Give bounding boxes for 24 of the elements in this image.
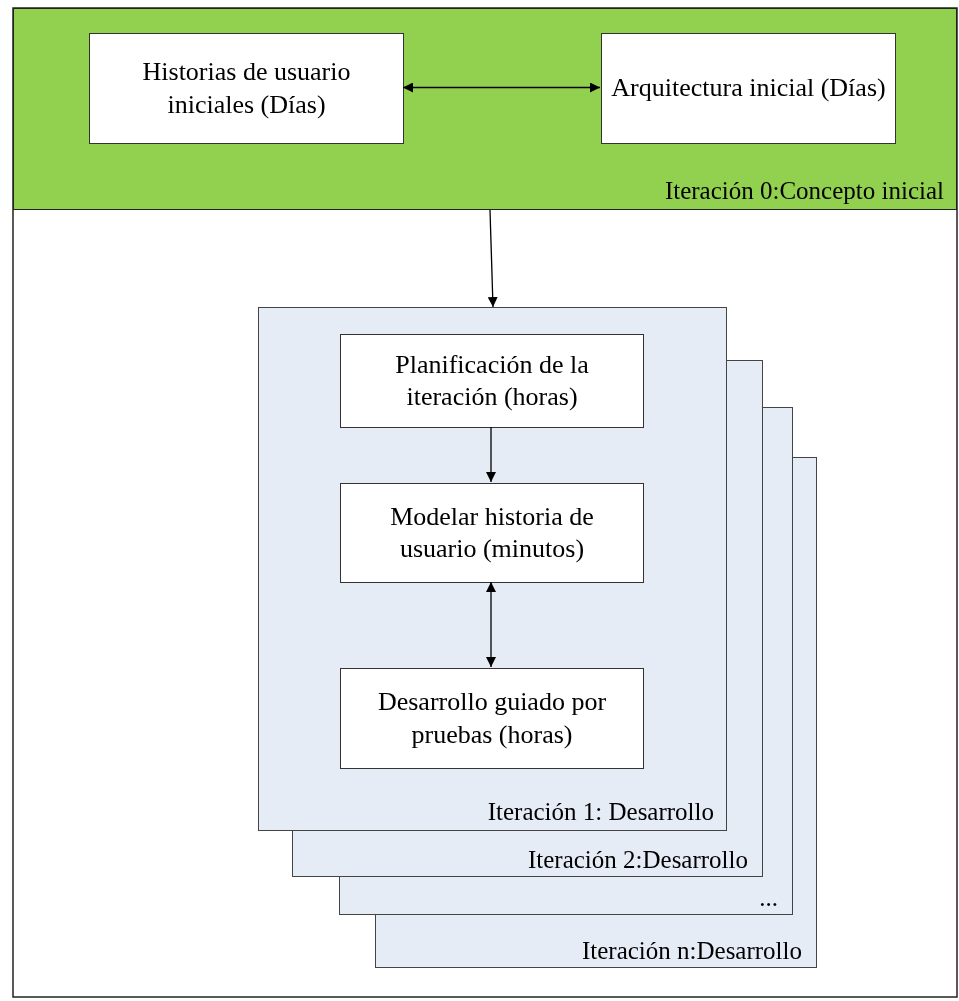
stacked-iteration-page <box>292 830 763 877</box>
box-label: Modelar historia de usuario (minutos) <box>389 500 595 565</box>
stacked-iteration-page <box>339 876 793 915</box>
box-label: Desarrollo guiado por pruebas (horas) <box>376 686 608 751</box>
arrow <box>487 209 498 308</box>
iteration-label: Iteración 2:Desarrollo <box>527 846 748 874</box>
box-label: Planificación de la iteración (horas) <box>394 348 590 413</box>
iteration-label: Iteración 0:Concepto inicial <box>664 177 944 205</box>
process-box <box>340 334 644 428</box>
process-box <box>340 483 644 583</box>
iteration-label: Iteración n:Desarrollo <box>581 937 802 965</box>
process-box <box>89 33 404 144</box>
iteration-label: Iteración 1: Desarrollo <box>487 798 714 826</box>
stacked-iteration-page <box>375 914 817 968</box>
box-label: Arquitectura inicial (Días) <box>610 72 887 105</box>
arrow <box>486 426 496 483</box>
arrow <box>402 82 601 93</box>
iteration-band <box>13 8 957 210</box>
iteration-panel <box>258 307 727 831</box>
process-box <box>340 668 644 769</box>
iteration-label: ... <box>759 884 778 912</box>
box-label: Historias de usuario iniciales (Días) <box>141 56 352 121</box>
process-box <box>601 33 896 144</box>
arrow <box>486 581 496 668</box>
